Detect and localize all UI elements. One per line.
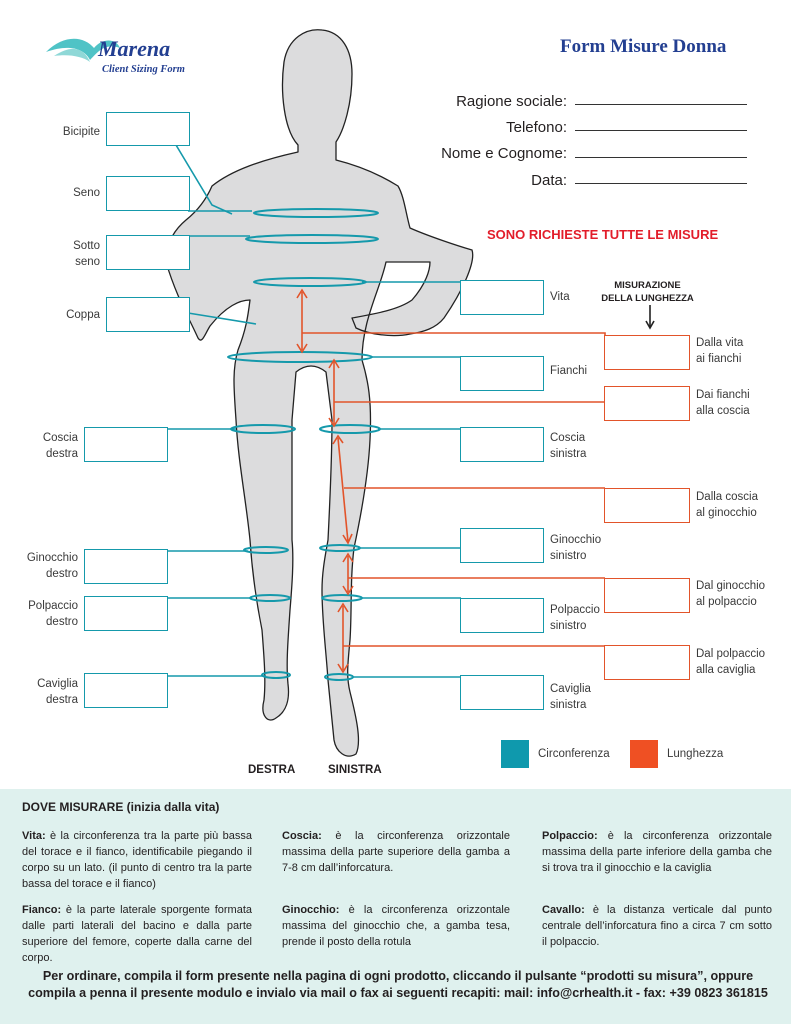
body-figure-diagram: [165, 29, 655, 757]
logo-brand: Marena: [98, 36, 171, 61]
vita-description: Vita: è la circonferenza tra la parte pi…: [22, 830, 252, 890]
circumference-legend-label: Circonferenza: [538, 748, 610, 760]
circumference-rings: [227, 208, 381, 681]
ragione-sociale-field[interactable]: [575, 104, 747, 105]
length-swatch: [630, 740, 658, 768]
mannequin: [165, 29, 474, 757]
ginocchio-polpaccio-box[interactable]: [604, 578, 690, 613]
length-leaders: [296, 288, 655, 674]
seno-box[interactable]: [106, 176, 190, 211]
caviglia-sinistra-box[interactable]: [460, 675, 544, 710]
coscia-ginocchio-box[interactable]: [604, 488, 690, 523]
coscia-description: Coscia: è la circonferenza orizzontale m…: [282, 830, 510, 874]
bicipite-label: Bicipite: [62, 126, 100, 138]
polpaccio-destro-box[interactable]: [84, 596, 168, 631]
coppa-label: Coppa: [66, 309, 100, 321]
marena-logo: Marena Client Sizing Form: [44, 30, 204, 80]
sinistra-label: SINISTRA: [328, 764, 382, 776]
telefono-label: Telefono:: [506, 119, 567, 136]
circumference-swatch: [501, 740, 529, 768]
length-legend-label: Lunghezza: [667, 748, 724, 760]
coscia-sinistra-box[interactable]: [460, 427, 544, 462]
coscia-destra-box[interactable]: [84, 427, 168, 462]
polpaccio-description: Polpaccio: è la circonferenza orizzontal…: [542, 830, 772, 874]
vita-box[interactable]: [460, 280, 544, 315]
polpaccio-sinistro-box[interactable]: [460, 598, 544, 633]
vita-fianchi-box[interactable]: [604, 335, 690, 370]
bicipite-box[interactable]: [106, 112, 190, 146]
fianco-description: Fianco: è la parte laterale sporgente fo…: [22, 904, 252, 964]
order-instructions: Per ordinare, compila il form presente n…: [28, 969, 768, 1000]
coppa-box[interactable]: [106, 297, 190, 332]
seno-label: Seno: [73, 187, 100, 199]
page-title: Form Misure Donna: [560, 36, 727, 57]
ginocchio-description: Ginocchio: è la circonferenza orizzontal…: [282, 904, 510, 948]
fianchi-label: Fianchi: [550, 365, 588, 377]
sotto-seno-box[interactable]: [106, 235, 190, 270]
instructions-panel: [0, 789, 791, 1024]
required-notice: SONO RICHIESTE TUTTE LE MISURE: [487, 227, 719, 242]
polpaccio-caviglia-box[interactable]: [604, 645, 690, 680]
swoosh-icon: [46, 38, 120, 62]
ragione-sociale-label: Ragione sociale:: [456, 93, 567, 110]
logo-sub: Client Sizing Form: [102, 64, 185, 75]
nome-cognome-field[interactable]: [575, 157, 747, 158]
ginocchio-destro-box[interactable]: [84, 549, 168, 584]
vita-label: Vita: [550, 291, 570, 303]
caviglia-destra-box[interactable]: [84, 673, 168, 708]
destra-label: DESTRA: [248, 764, 296, 776]
fianchi-box[interactable]: [460, 356, 544, 391]
circumference-leaders: [166, 144, 461, 678]
telefono-field[interactable]: [575, 130, 747, 131]
instructions-heading: DOVE MISURARE (inizia dalla vita): [22, 800, 220, 814]
nome-cognome-label: Nome e Cognome:: [441, 145, 567, 162]
data-label: Data:: [531, 172, 567, 189]
fianchi-coscia-box[interactable]: [604, 386, 690, 421]
ginocchio-sinistro-box[interactable]: [460, 528, 544, 563]
cavallo-description: Cavallo: è la distanza verticale dal pun…: [542, 904, 772, 948]
data-field[interactable]: [575, 183, 747, 184]
